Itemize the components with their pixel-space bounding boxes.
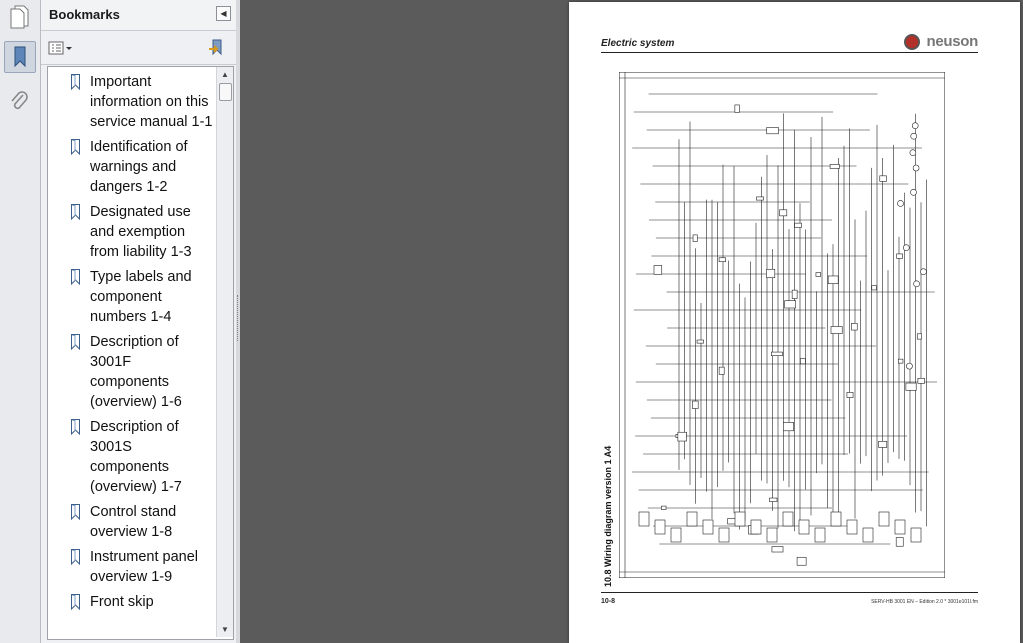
bookmarks-panel: Bookmarks ◀ Important: [41, 0, 237, 643]
bookmark-item[interactable]: Important information on this service ma…: [48, 72, 216, 132]
scroll-up-button[interactable]: ▲: [217, 67, 233, 82]
chevron-left-icon: ◀: [220, 9, 227, 18]
document-page: Electric system neuson 10.8 Wiring diagr…: [569, 2, 1020, 643]
panel-splitter[interactable]: [236, 0, 240, 643]
bookmarks-panel-button[interactable]: [4, 41, 36, 73]
panel-title: Bookmarks: [49, 7, 120, 22]
arrow-up-icon: ▲: [221, 70, 229, 79]
bookmark-item[interactable]: Designated use and exemption from liabil…: [48, 202, 216, 262]
bookmark-list: Important information on this service ma…: [47, 66, 234, 640]
scroll-thumb[interactable]: [219, 83, 232, 101]
pages-panel-button[interactable]: [4, 2, 34, 32]
bookmark-item[interactable]: Front skip: [48, 592, 216, 612]
page-number: 10-8: [601, 598, 616, 605]
wiring-diagram: [619, 72, 945, 578]
bookmark-icon: [71, 334, 80, 350]
bookmark-label: Description of 3001S components (overvie…: [90, 419, 182, 495]
header-rule: [601, 52, 978, 53]
bookmark-label: Instrument panel overview 1-9: [90, 549, 199, 585]
bookmark-label: Important information on this service ma…: [90, 74, 213, 130]
bookmark-icon: [71, 204, 80, 220]
panel-header: Bookmarks ◀: [41, 0, 236, 31]
bookmark-add-icon: [209, 39, 222, 56]
brand-logo-group: neuson: [904, 33, 978, 50]
bookmark-ribbon-icon: [14, 46, 26, 68]
bookmark-label: Designated use and exemption from liabil…: [90, 204, 192, 260]
bookmark-label: Control stand overview 1-8: [90, 504, 177, 540]
splitter-grip[interactable]: [237, 295, 240, 341]
navigation-rail: [0, 0, 41, 643]
bookmark-icon: [71, 594, 80, 610]
footer-rule: [601, 592, 978, 593]
expand-bookmark-button[interactable]: [208, 39, 226, 57]
scroll-down-button[interactable]: ▼: [217, 622, 233, 637]
bookmark-item[interactable]: Description of 3001S components (overvie…: [48, 417, 216, 497]
bookmark-icon: [71, 74, 80, 90]
bookmark-label: Identification of warnings and dangers 1…: [90, 139, 188, 195]
arrow-down-icon: ▼: [221, 625, 229, 634]
pages-icon: [10, 5, 29, 29]
bookmark-item[interactable]: Identification of warnings and dangers 1…: [48, 137, 216, 197]
brand-logo-icon: [904, 33, 921, 50]
options-list-icon: [48, 41, 72, 55]
bookmark-icon: [71, 419, 80, 435]
options-menu-button[interactable]: [48, 40, 74, 56]
bookmark-item[interactable]: Type labels and component numbers 1-4: [48, 267, 216, 327]
diagram-title: 10.8 Wiring diagram version 1 A4: [603, 445, 613, 587]
bookmark-item[interactable]: Instrument panel overview 1-9: [48, 547, 216, 587]
attachments-panel-button[interactable]: [4, 86, 34, 116]
panel-toolbar: [41, 31, 236, 65]
bookmark-icon: [71, 504, 80, 520]
bookmark-icon: [71, 269, 80, 285]
footer-reference: SERV-HB 3001 EN – Edition 2.0 * 3001e101…: [871, 599, 978, 605]
brand-name: neuson: [926, 33, 978, 50]
bookmark-item[interactable]: Control stand overview 1-8: [48, 502, 216, 542]
paperclip-icon: [11, 91, 28, 110]
collapse-panel-button[interactable]: ◀: [216, 6, 231, 21]
bookmark-icon: [71, 139, 80, 155]
bookmark-label: Type labels and component numbers 1-4: [90, 269, 192, 325]
section-header: Electric system: [601, 38, 675, 49]
bookmark-label: Description of 3001F components (overvie…: [90, 334, 182, 410]
bookmark-label: Front skip: [90, 594, 154, 610]
bookmark-icon: [71, 549, 80, 565]
bookmark-scrollbar[interactable]: ▲ ▼: [216, 67, 233, 637]
bookmark-item[interactable]: Description of 3001F components (overvie…: [48, 332, 216, 412]
